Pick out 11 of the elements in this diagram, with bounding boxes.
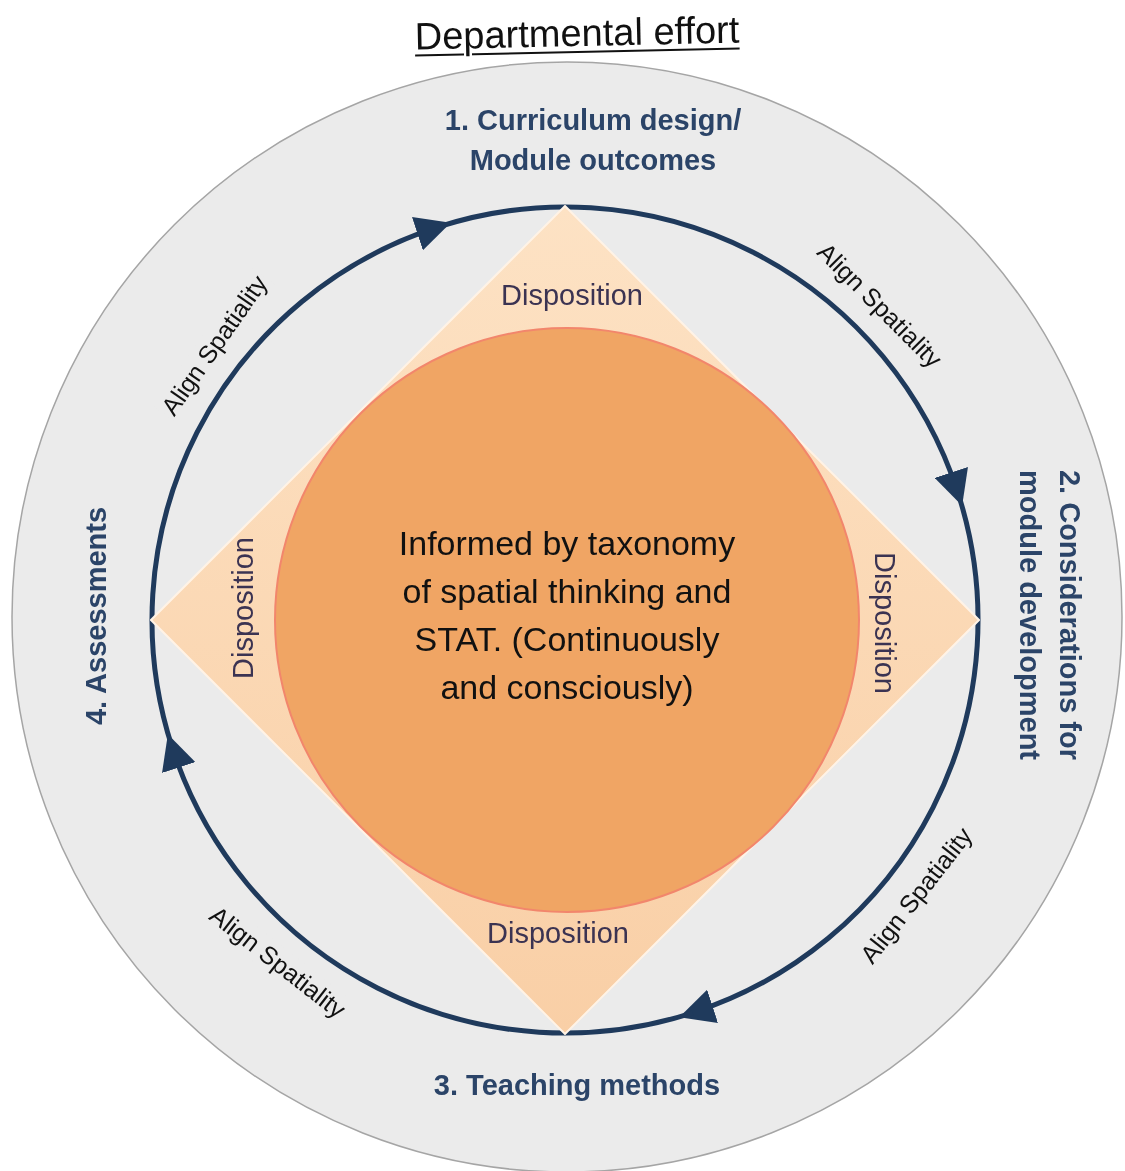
stage-label: 4. Assessments: [79, 505, 113, 728]
disposition-label: Disposition: [226, 536, 260, 681]
disposition-label: Disposition: [868, 551, 902, 696]
stage-label: 3. Teaching methods: [432, 1068, 722, 1103]
center-text: Informed by taxonomy of spatial thinking and STAT. (Continuously and consciously): [397, 523, 737, 708]
title: Departmental effort: [414, 8, 740, 58]
disposition-diamond: [150, 205, 980, 1035]
disposition-label: Disposition: [500, 278, 644, 313]
disposition-label: Disposition: [486, 916, 630, 951]
stage-label: 1. Curriculum design/ Module outcomes: [443, 103, 743, 178]
stage-label: 2. Considerations for module development: [1013, 468, 1087, 762]
